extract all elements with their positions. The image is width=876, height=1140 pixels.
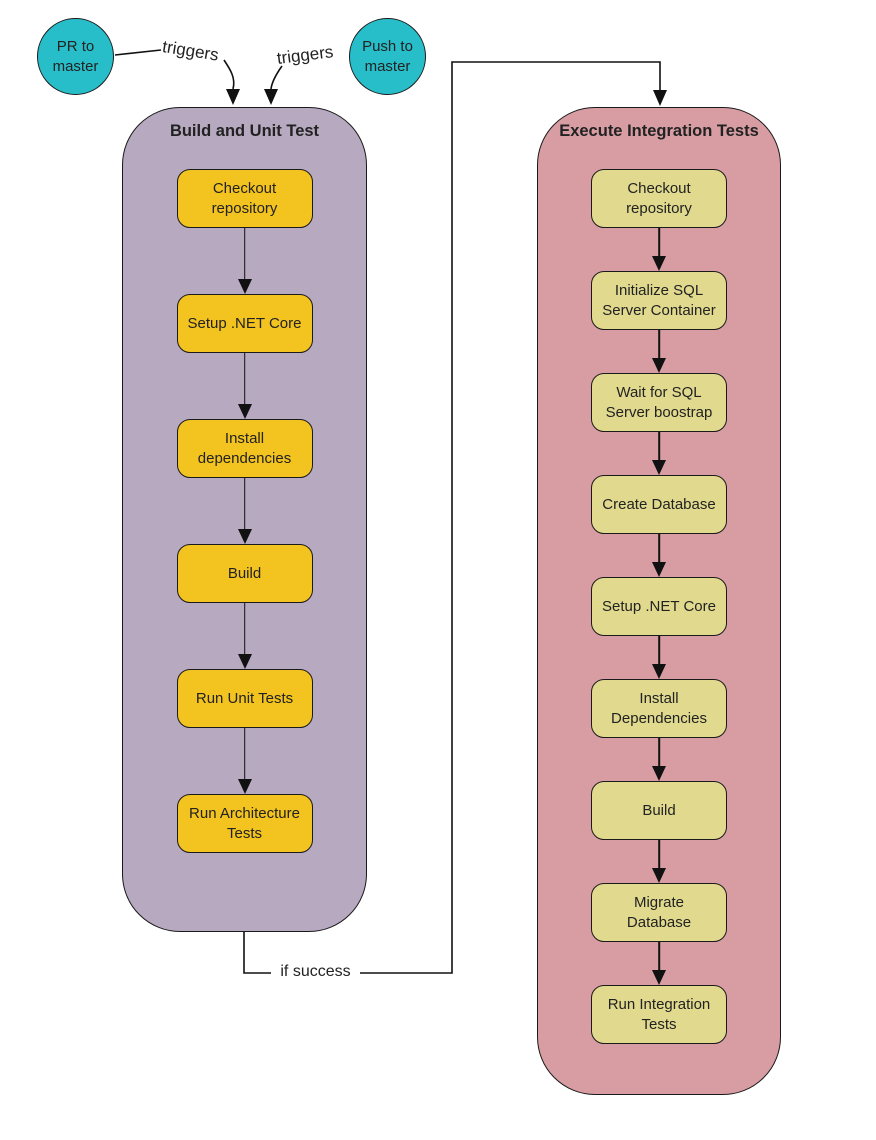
arrow-down-icon	[650, 840, 668, 883]
arrow-down-icon	[236, 228, 254, 294]
flow-step: Migrate Database	[591, 883, 727, 942]
flow-step: Run Architecture Tests	[176, 794, 313, 853]
trigger-arrowhead-2-icon	[264, 89, 278, 105]
edge-label-if-success: if success	[271, 962, 360, 984]
flow-step: Install dependencies	[176, 419, 313, 478]
pipeline-title: Build and Unit Test	[169, 122, 320, 140]
flow-step: Setup .NET Core	[591, 577, 727, 636]
arrow-down-icon	[650, 228, 668, 271]
arrow-down-icon	[650, 942, 668, 985]
arrow-down-icon	[650, 330, 668, 373]
arrow-down-icon	[236, 603, 254, 669]
arrow-down-icon	[650, 432, 668, 475]
pipeline-title: Execute Integration Tests	[559, 122, 759, 140]
flow-step: Build	[591, 781, 727, 840]
flow-step: Run Integration Tests	[591, 985, 727, 1044]
flow-step: Run Unit Tests	[176, 669, 313, 728]
flow-step: Wait for SQL Server boostrap	[591, 373, 727, 432]
edge-label-triggers-push: triggers	[275, 42, 335, 68]
flow-step: Checkout repository	[176, 169, 313, 228]
trigger-node-pr-to-master: PR to master	[37, 18, 114, 95]
flow-step: Build	[176, 544, 313, 603]
flow-step: Checkout repository	[591, 169, 727, 228]
trigger-node-push-to-master: Push to master	[349, 18, 426, 95]
trigger-arrow-1	[223, 59, 235, 90]
pr-trigger-line	[114, 49, 162, 56]
flow-step: Create Database	[591, 475, 727, 534]
arrow-down-icon	[236, 728, 254, 794]
arrow-down-icon	[650, 738, 668, 781]
if-success-arrowhead-icon	[653, 90, 667, 106]
flow-step: Initialize SQL Server Container	[591, 271, 727, 330]
pipeline-execute-integration-tests: Execute Integration Tests Checkout repos…	[537, 107, 781, 1095]
flow-step: Setup .NET Core	[176, 294, 313, 353]
flow-step: Install Dependencies	[591, 679, 727, 738]
arrow-down-icon	[236, 478, 254, 544]
edge-label-triggers-pr: triggers	[161, 37, 220, 65]
pipeline-build-and-unit-test: Build and Unit Test Checkout repository …	[122, 107, 367, 932]
trigger-arrowhead-1-icon	[226, 89, 240, 105]
arrow-down-icon	[236, 353, 254, 419]
pipeline-steps: Checkout repository Setup .NET Core Inst…	[176, 169, 313, 853]
arrow-down-icon	[650, 534, 668, 577]
arrow-down-icon	[650, 636, 668, 679]
pipeline-steps: Checkout repository Initialize SQL Serve…	[591, 169, 727, 1044]
trigger-arrow-2	[270, 65, 283, 90]
